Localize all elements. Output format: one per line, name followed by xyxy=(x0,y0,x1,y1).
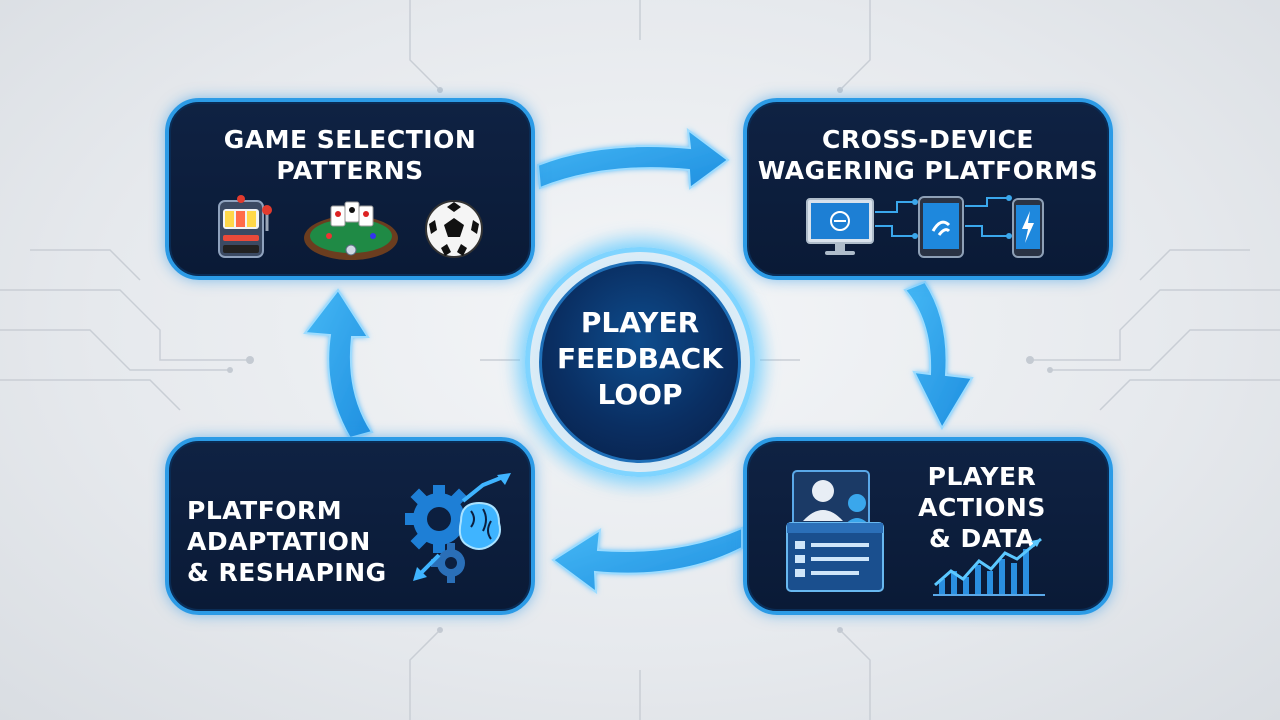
growth-chart-icon xyxy=(933,537,1045,596)
slot-machine-icon xyxy=(218,195,272,258)
center-core xyxy=(539,261,741,463)
arrow-right xyxy=(903,280,974,431)
soccer-ball-icon xyxy=(425,200,483,258)
smartphone-icon xyxy=(1012,198,1044,258)
center-ring xyxy=(525,247,755,477)
node-platform-adaptation: PLATFORM ADAPTATION & RESHAPING xyxy=(165,437,535,615)
node-title: PLATFORM ADAPTATION & RESHAPING xyxy=(187,496,387,587)
center-title: PLAYER FEEDBACK LOOP xyxy=(557,306,723,411)
node-cross-device: CROSS-DEVICE WAGERING PLATFORMS xyxy=(743,98,1113,280)
node-player-actions: PLAYER ACTIONS & DATA xyxy=(743,437,1113,615)
poker-table-icon xyxy=(304,201,398,260)
user-profile-icon xyxy=(792,470,871,530)
center-feedback-loop: PLAYER FEEDBACK LOOP xyxy=(505,227,775,497)
node-title: CROSS-DEVICE WAGERING PLATFORMS xyxy=(757,125,1099,185)
desktop-monitor-icon xyxy=(806,198,874,255)
arrow-top xyxy=(536,127,730,190)
tablet-icon xyxy=(918,196,964,258)
node-title: PLAYER ACTIONS & DATA xyxy=(918,462,1046,553)
arrow-left xyxy=(303,288,374,440)
arrow-bottom xyxy=(551,526,743,595)
node-game-selection: GAME SELECTION PATTERNS xyxy=(165,98,535,280)
dashboard-icon xyxy=(786,522,884,592)
gears-brain-icon xyxy=(405,473,511,583)
node-title: GAME SELECTION PATTERNS xyxy=(223,125,477,185)
device-connections xyxy=(875,195,1012,239)
